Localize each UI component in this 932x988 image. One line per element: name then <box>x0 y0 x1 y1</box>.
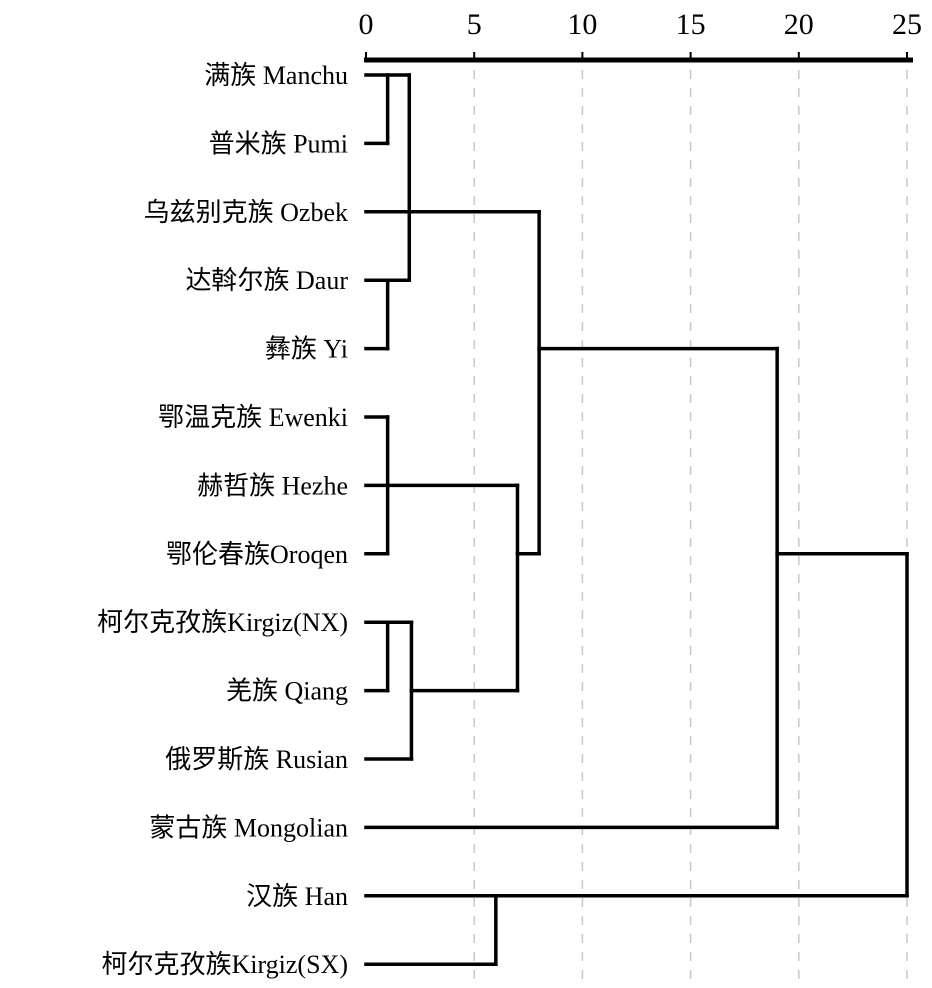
leaf-label: 赫哲族 Hezhe <box>197 471 348 500</box>
leaf-label: 达斡尔族 Daur <box>186 266 349 295</box>
leaf-label: 俄罗斯族 Rusian <box>165 745 348 774</box>
gridlines <box>473 70 908 988</box>
x-tick-label: 0 <box>359 8 374 41</box>
x-tick-label: 5 <box>467 8 482 41</box>
x-tick-label: 10 <box>567 8 597 41</box>
leaf-label: 蒙古族 Mongolian <box>149 813 348 842</box>
x-tick-label: 20 <box>784 8 814 41</box>
leaf-label: 满族 Manchu <box>204 61 348 90</box>
leaf-labels: 满族 Manchu 普米族 Pumi 乌兹别克族 Ozbek 达斡尔族 Daur 彝族 … <box>97 61 348 979</box>
x-tick-labels: 0 5 10 15 20 25 <box>359 8 923 41</box>
x-tick-label: 15 <box>676 8 706 41</box>
leaf-label: 柯尔克孜族Kirgiz(NX) <box>97 608 348 637</box>
leaf-label: 彝族 Yi <box>265 335 348 364</box>
leaf-label: 乌兹别克族 Ozbek <box>144 198 348 227</box>
dendrogram-links <box>364 73 909 966</box>
leaf-label: 鄂伦春族Oroqen <box>166 540 348 569</box>
x-axis <box>364 52 913 63</box>
leaf-label: 普米族 Pumi <box>209 129 348 158</box>
leaf-label: 羌族 Qiang <box>226 677 348 706</box>
leaf-label: 鄂温克族 Ewenki <box>158 403 348 432</box>
x-tick-label: 25 <box>892 8 922 41</box>
leaf-label: 柯尔克孜族Kirgiz(SX) <box>101 950 348 979</box>
leaf-label: 汉族 Han <box>246 882 348 911</box>
